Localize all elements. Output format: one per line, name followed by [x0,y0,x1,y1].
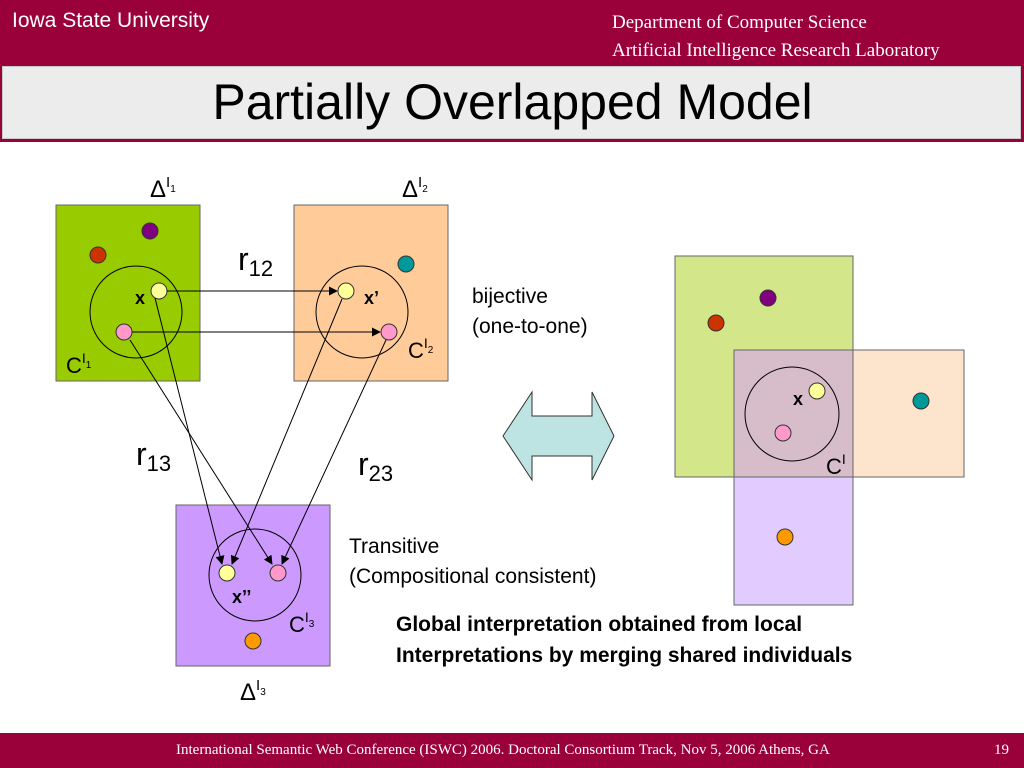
domain-1-box [55,204,201,382]
relation-r23-label: r23 [358,446,393,486]
merged-dot-purple [759,289,777,307]
merged-dot-x [808,382,826,400]
merged-concept-circle [744,366,840,462]
individual-x-double-prime-label: x’’ [232,587,251,607]
dot-pink [115,323,133,341]
transitive-line-2: (Compositional consistent) [349,565,597,588]
delta-1-label: ΔI1 [150,174,176,203]
merged-domain-3 [733,476,854,606]
transitive-line-1: Transitive [349,535,440,558]
department-line-1: Department of Computer Science [612,12,867,33]
slide-footer: International Semantic Web Conference (I… [0,733,1024,768]
transitive-label: Transitive (Compositional consistent) [349,532,596,592]
merged-dot-pink [774,424,792,442]
merged-dot-orange [776,528,794,546]
dot-teal [397,255,415,273]
department-name: Department of Computer Science Artificia… [612,9,940,65]
merged-dot-red [707,314,725,332]
overlap-diagram: ΔI1 ΔI2 ΔI3 CI1 CI2 CI3 x x’ x’’ r12 r13… [55,174,965,706]
dot-purple [141,222,159,240]
merged-x-label: x [793,389,803,409]
concept-3-circle [208,528,302,622]
merged-concept-label: CI [826,451,846,479]
footer-conference-text: International Semantic Web Conference (I… [176,742,830,758]
dot-x-double-prime [218,564,236,582]
global-note-line-2: Interpretations by merging shared indivi… [396,644,853,667]
bijective-line-2: (one-to-one) [472,315,588,338]
title-box: Partially Overlapped Model [2,66,1021,139]
delta-2-label: ΔI2 [402,174,428,203]
bijective-label: bijective (one-to-one) [472,282,588,342]
page-number: 19 [994,742,1009,758]
department-line-2: Artificial Intelligence Research Laborat… [612,40,940,61]
dot-red [89,246,107,264]
concept-1-label: CI1 [66,350,92,378]
mapping-arrow-r23-pink [281,339,387,565]
domain-3-box [175,504,331,667]
dot-orange [244,632,262,650]
university-name: Iowa State University [12,9,210,32]
equivalence-arrow [502,390,615,482]
concept-1-circle [89,265,183,359]
relation-r12-label: r12 [238,241,273,281]
concept-2-circle [315,265,409,359]
mapping-arrow-r23-x [230,298,343,565]
delta-3-label: ΔI3 [240,677,266,706]
dot-pink [380,323,398,341]
global-note-line-1: Global interpretation obtained from loca… [396,613,803,636]
bijective-line-1: bijective [472,285,548,308]
relation-r13-label: r13 [136,436,171,476]
concept-2-label: CI2 [408,335,434,363]
slide-header: Iowa State University Department of Comp… [0,0,1024,142]
dot-x-prime [337,282,355,300]
mapping-arrow-r13-x [154,297,225,565]
dot-pink [269,564,287,582]
global-interpretation-note: Global interpretation obtained from loca… [396,609,852,671]
mapping-arrow-r13-pink [129,339,273,565]
merged-overlap-region [733,349,854,478]
slide-title: Partially Overlapped Model [212,74,813,130]
merged-dot-teal [912,392,930,410]
concept-3-label: CI3 [289,609,315,637]
individual-x-prime-label: x’ [364,288,379,308]
individual-x-label: x [135,288,145,308]
dot-x [150,282,168,300]
